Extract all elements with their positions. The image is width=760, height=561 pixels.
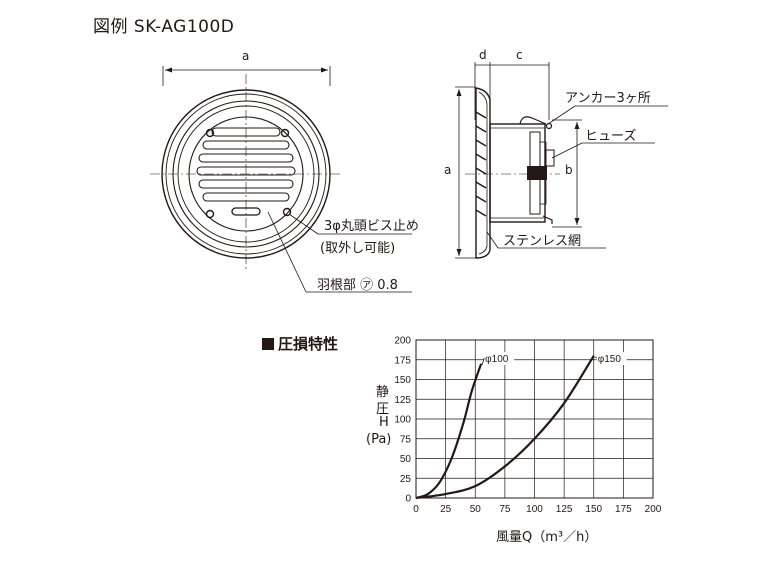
chart-ticks: 0 25 50 75 100 125 150 175 200 0 25 50 75 100 125 150 17…: [394, 336, 661, 516]
side-dim-d-label: d: [479, 48, 487, 62]
chart-y-axis-label-1: 静: [376, 385, 390, 400]
y-tick-label: 100: [394, 415, 411, 426]
series-label-leader: [594, 356, 597, 359]
x-tick-label: 200: [645, 504, 662, 515]
series-label-leader: [481, 357, 485, 365]
chart-y-axis-label-2: 圧: [376, 402, 390, 417]
side-dim-a-label: a: [444, 163, 452, 177]
y-tick-label: 150: [394, 375, 411, 386]
y-tick-label: 175: [394, 355, 411, 366]
screw-hole-bottom-left: [205, 209, 215, 219]
x-tick-label: 0: [413, 504, 419, 515]
series-label-bg: [596, 352, 627, 365]
screw-hole-top-right: [280, 128, 290, 138]
anchor-callout: アンカー3ヶ所: [565, 91, 651, 106]
y-tick-label: 50: [400, 454, 412, 465]
series-label: φ150: [598, 354, 622, 365]
section-title: 圧損特性: [262, 333, 338, 354]
front-view: [150, 66, 412, 293]
screw-hole-bottom-right: [282, 207, 292, 217]
screw-callout-line2: (取外し可能): [320, 241, 396, 256]
y-tick-label: 0: [405, 494, 411, 505]
section-square-icon: [262, 338, 274, 350]
series-line-phi150: [415, 355, 595, 500]
chart-y-axis-label-4: (Pa): [366, 432, 392, 447]
chart-series: φ100 φ150: [415, 352, 627, 500]
y-tick-label: 25: [400, 474, 412, 485]
chart-grid: [416, 340, 653, 498]
series-label: φ100: [485, 354, 509, 365]
mesh-callout: ステンレス網: [503, 234, 582, 249]
x-tick-label: 75: [499, 504, 511, 515]
section-title-text: 圧損特性: [278, 335, 339, 353]
series-line-phi100: [415, 363, 483, 500]
figure-title: 図例 SK-AG100D: [93, 17, 235, 37]
x-tick-label: 125: [556, 504, 573, 515]
chart-x-axis-label: 風量Q（m³／h）: [496, 530, 598, 545]
y-tick-label: 200: [394, 336, 411, 347]
x-tick-label: 150: [585, 504, 602, 515]
front-dim-a-label: a: [242, 49, 250, 63]
side-dim-c-label: c: [516, 48, 523, 62]
fuse-callout: ヒューズ: [585, 129, 637, 144]
screw-hole-top-left: [205, 128, 215, 138]
blade-callout: 羽根部 ㋐ 0.8: [317, 278, 398, 293]
x-tick-label: 175: [615, 504, 632, 515]
pressure-loss-chart: φ100 φ150 0 25 50 75 100 125 150 175 200 0 25 50 75 10…: [394, 336, 661, 516]
side-view: [455, 62, 668, 259]
x-tick-label: 100: [526, 504, 543, 515]
y-tick-label: 75: [400, 434, 412, 445]
x-tick-label: 25: [440, 504, 452, 515]
chart-y-axis-label-3: H: [379, 415, 389, 430]
x-tick-label: 50: [470, 504, 482, 515]
series-label-bg: [484, 352, 515, 365]
y-tick-label: 125: [394, 395, 411, 406]
screw-callout-line1: 3φ丸頭ビス止め: [324, 219, 419, 234]
side-dim-b-label: b: [565, 163, 573, 177]
